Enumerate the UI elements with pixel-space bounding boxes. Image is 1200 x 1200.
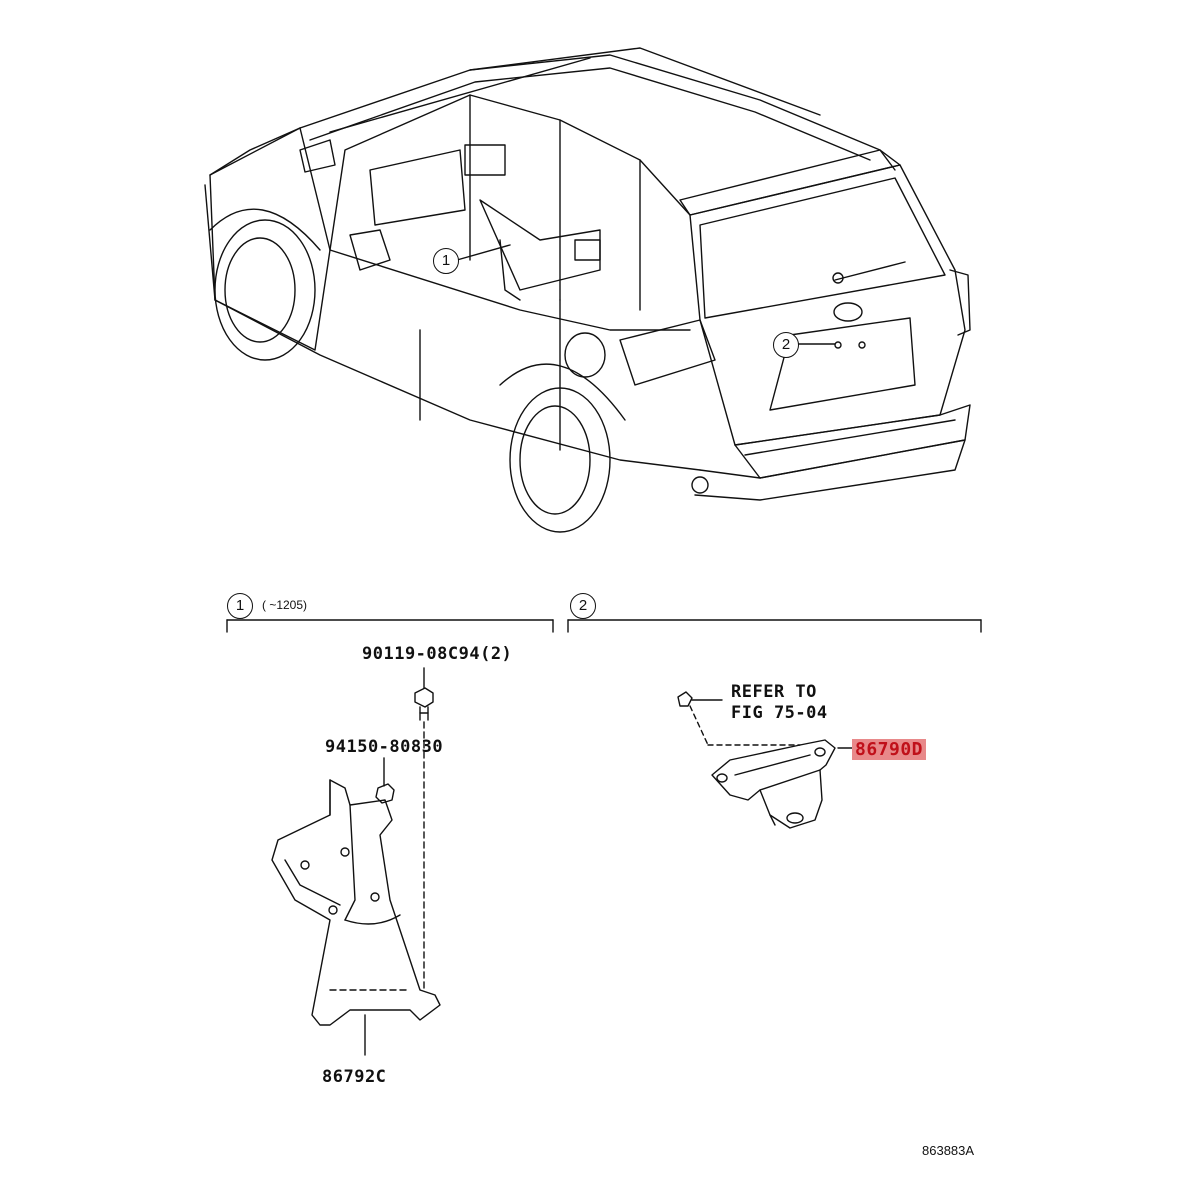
leader-line-1	[456, 244, 511, 261]
bolt-part	[414, 667, 434, 721]
screw-part	[677, 691, 723, 746]
part-label-bolt[interactable]: 90119-08C94(2)	[362, 644, 513, 664]
part-label-nut[interactable]: 94150-80830	[325, 737, 444, 757]
part-label-camera[interactable]: 86790D	[852, 739, 927, 760]
section-1-number: 1	[227, 593, 253, 619]
vehicle-illustration	[204, 47, 971, 533]
callout-2[interactable]: 2	[773, 332, 799, 358]
refer-text-line1: REFER TO	[731, 682, 817, 702]
bracket-part	[271, 779, 441, 1056]
refer-text-line2: FIG 75-04	[731, 703, 828, 723]
figure-id: 863883A	[922, 1143, 975, 1158]
nut-part	[375, 757, 395, 804]
section-2-bracket	[567, 619, 982, 633]
section-1-range-note: ( ~1205)	[262, 598, 308, 612]
camera-part	[707, 739, 853, 829]
part-label-bracket[interactable]: 86792C	[322, 1067, 387, 1087]
callout-1[interactable]: 1	[433, 248, 459, 274]
section-2-number: 2	[570, 593, 596, 619]
section-1-bracket	[226, 619, 554, 633]
